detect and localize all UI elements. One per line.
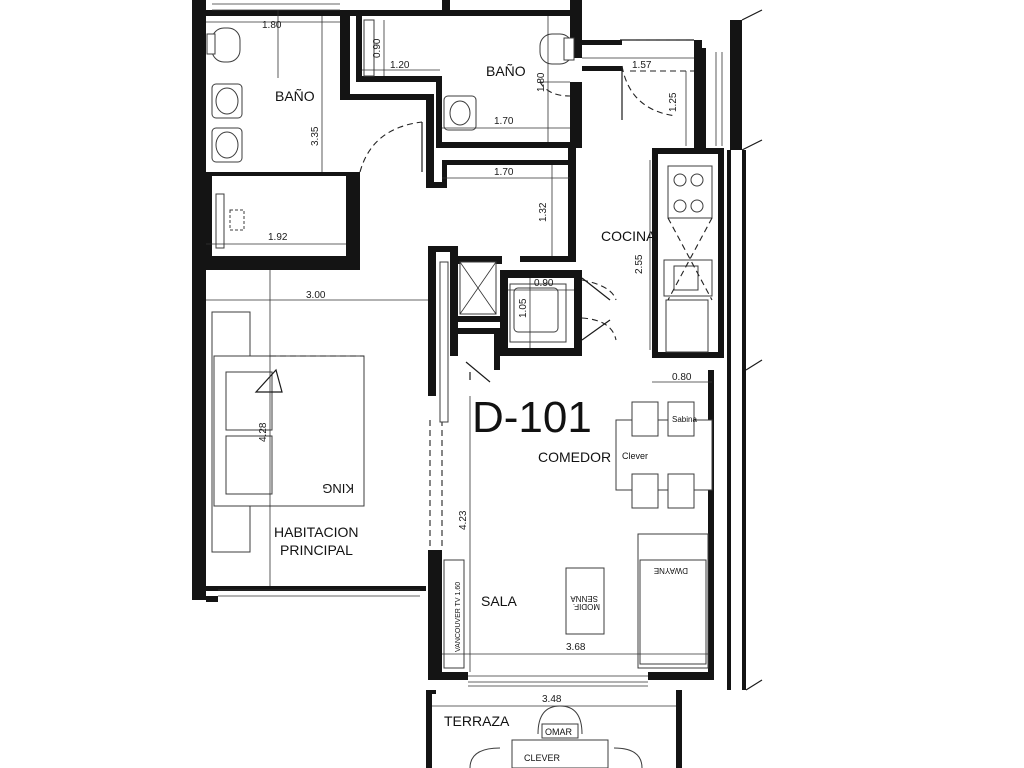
room-label-habitacion-1: HABITACION bbox=[274, 524, 359, 540]
dim-laundry-a: 0.90 bbox=[534, 278, 554, 289]
terrace-table-label: CLEVER bbox=[524, 753, 561, 763]
tv-unit-label: VANCOUVER TV 1.60 bbox=[455, 582, 462, 652]
dim-comedor-w: 0.80 bbox=[672, 372, 692, 383]
dim-bano2-d: 1.70 bbox=[494, 116, 514, 127]
dim-bano2-c: 1.80 bbox=[536, 72, 547, 92]
dim-sala-width: 3.68 bbox=[566, 642, 586, 653]
chair-label: Sabina bbox=[672, 415, 697, 424]
dim-hab-height: 4.28 bbox=[258, 422, 269, 442]
room-label-cocina: COCINA bbox=[601, 228, 656, 244]
dim-bano2-a: 0.90 bbox=[372, 38, 383, 58]
dimension-lines bbox=[206, 16, 708, 707]
dim-bano1-height: 3.35 bbox=[310, 126, 321, 146]
dim-hab-width: 3.00 bbox=[306, 290, 326, 301]
doors bbox=[359, 39, 694, 550]
coffee-table-label-1: SENNA bbox=[570, 594, 598, 603]
room-label-habitacion-2: PRINCIPAL bbox=[280, 542, 353, 558]
dim-cocina-height: 2.55 bbox=[634, 254, 645, 274]
sofa-label: DWAYNE bbox=[654, 566, 688, 575]
room-label-terraza: TERRAZA bbox=[444, 713, 510, 729]
dim-terraza-width: 3.48 bbox=[542, 694, 562, 705]
room-label-comedor: COMEDOR bbox=[538, 449, 611, 465]
room-label-sala: SALA bbox=[481, 593, 517, 609]
room-label-bano-2: BAÑO bbox=[486, 63, 526, 79]
dim-bano1-width: 1.80 bbox=[262, 20, 282, 31]
bed-label: KING bbox=[322, 481, 354, 496]
dim-hall-height: 1.32 bbox=[538, 202, 549, 222]
terrace-chair-label: OMAR bbox=[545, 727, 573, 737]
dim-entry-a: 1.57 bbox=[632, 60, 652, 71]
coffee-table-label-2: MODIF. bbox=[573, 602, 600, 611]
table-label: Clever bbox=[622, 451, 648, 461]
dim-closet-width: 1.92 bbox=[268, 232, 288, 243]
room-label-bano-1: BAÑO bbox=[275, 88, 315, 104]
dim-bano2-b: 1.20 bbox=[390, 60, 410, 71]
walls bbox=[192, 0, 746, 768]
dim-laundry-b: 1.05 bbox=[518, 298, 529, 318]
dim-hall-width: 1.70 bbox=[494, 167, 514, 178]
furniture bbox=[206, 10, 713, 768]
dim-sala-height: 4.23 bbox=[458, 510, 469, 530]
windows bbox=[212, 3, 763, 691]
unit-code: D-101 bbox=[472, 393, 592, 442]
dim-entry-b: 1.25 bbox=[668, 92, 679, 112]
